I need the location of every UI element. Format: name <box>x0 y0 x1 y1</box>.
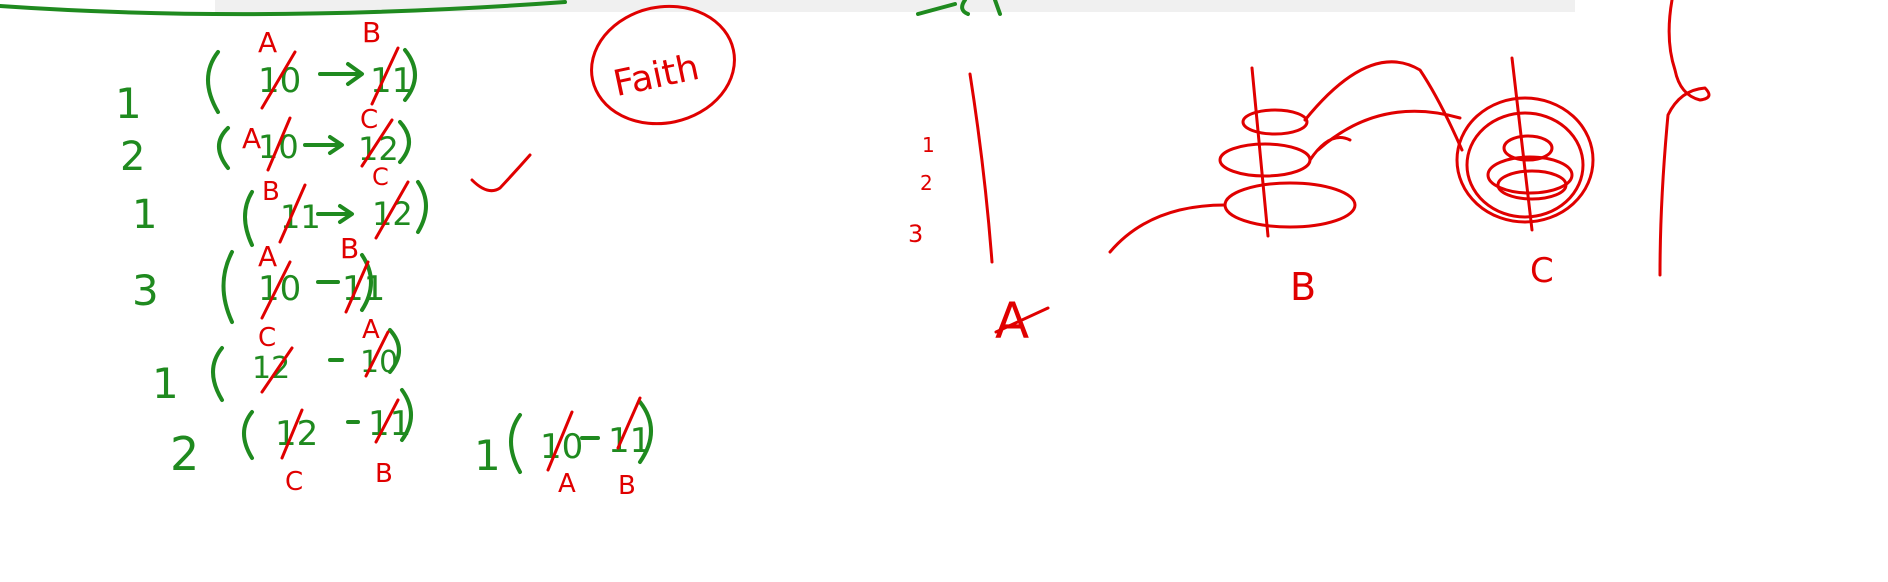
from-peg: A <box>258 26 277 59</box>
scribble-disk <box>1465 111 1585 219</box>
move-arc <box>1308 136 1352 162</box>
close-paren <box>360 253 373 312</box>
close-paren <box>416 180 428 234</box>
right-bracket <box>1658 0 1711 277</box>
open-paren <box>242 410 254 460</box>
to-peg: C <box>372 163 389 191</box>
move-disk-number: 1 <box>152 359 179 408</box>
to-peg: B <box>375 459 393 489</box>
peg-a <box>968 72 994 264</box>
move-disk-number: 1 <box>115 79 142 128</box>
from-peg: B <box>262 177 280 207</box>
strike-marks <box>278 180 410 244</box>
to-peg: B <box>362 16 381 49</box>
disk-large <box>1223 181 1357 229</box>
move-list: 1 10 11 A B 2 10 12 A C 1 11 <box>115 16 653 501</box>
from-peg: A <box>258 240 277 273</box>
open-paren <box>206 50 220 114</box>
open-paren <box>243 190 254 247</box>
scribble-disk <box>1455 96 1595 224</box>
move-disk-number: 1 <box>132 192 157 238</box>
to-peg: B <box>618 471 636 501</box>
check-mark-icon <box>470 153 532 193</box>
strike-marks <box>260 46 400 110</box>
open-paren <box>509 413 522 474</box>
strike-marks <box>260 260 370 320</box>
move-arc <box>1316 109 1462 152</box>
from-peg: A <box>242 122 261 155</box>
disk-move-trail <box>1108 203 1227 254</box>
scribble-disk <box>1496 169 1568 201</box>
move-disk-number: 3 <box>132 266 159 315</box>
faith-circle <box>590 4 736 126</box>
top-frame <box>0 0 1575 17</box>
peg-label: A <box>995 292 1029 350</box>
peg-label: B <box>1290 265 1316 309</box>
disk-label: 2 <box>920 171 933 195</box>
close-paren <box>398 120 411 164</box>
move-row: 1 10 11 A B <box>115 16 417 128</box>
from-peg: C <box>258 323 276 353</box>
peg-label: C <box>1530 251 1554 291</box>
disk-label: 3 <box>908 220 923 248</box>
strike-marks <box>266 116 394 172</box>
scribble-disk <box>1486 155 1574 195</box>
arrow-icon <box>318 62 364 86</box>
scribble-disk <box>1502 134 1554 162</box>
top-green-stroke <box>0 0 567 17</box>
open-paren <box>221 250 234 324</box>
close-paren <box>388 328 401 374</box>
move-row: 1 10 11 A B <box>474 396 653 501</box>
move-disk-number: 2 <box>170 427 199 481</box>
from-peg: A <box>558 469 576 499</box>
peg-c <box>1510 56 1534 232</box>
from-peg: C <box>285 467 303 497</box>
hanoi-diagram: 1 2 3 A B C <box>908 0 1711 350</box>
move-from: 10 <box>258 269 301 309</box>
move-row: 1 11 12 B C <box>132 163 428 247</box>
peg-b <box>1250 66 1270 238</box>
peg-label-underline <box>994 306 1050 334</box>
move-row: 3 10 11 A B <box>132 232 385 324</box>
to-peg: B <box>340 232 359 265</box>
move-disk-number: 1 <box>474 431 501 480</box>
top-cut-scribble <box>916 0 1002 16</box>
move-from: 10 <box>540 427 583 467</box>
move-row: 1 12 10 C A <box>152 315 401 408</box>
disk-medium <box>1218 142 1312 178</box>
move-row: 2 12 11 C B <box>170 388 413 497</box>
move-row: 2 10 12 A C <box>120 105 411 180</box>
to-peg: A <box>362 315 380 345</box>
strike-marks <box>260 330 390 394</box>
open-paren <box>211 346 224 402</box>
arrow-icon <box>316 204 354 224</box>
move-disk-number: 2 <box>120 134 145 180</box>
arrow-icon <box>303 135 344 155</box>
strike-marks <box>280 398 400 460</box>
close-paren <box>400 388 413 442</box>
close-paren <box>638 400 653 464</box>
to-peg: C <box>360 105 378 135</box>
strike-marks <box>546 396 642 472</box>
faith-label: Faith <box>610 47 703 105</box>
disk-label: 1 <box>922 133 935 157</box>
disk-small <box>1241 108 1309 136</box>
faith-note: Faith <box>590 4 736 126</box>
open-paren <box>217 126 230 170</box>
close-paren <box>403 48 417 102</box>
move-to: 12 <box>372 195 413 233</box>
move-arc <box>1303 60 1464 152</box>
